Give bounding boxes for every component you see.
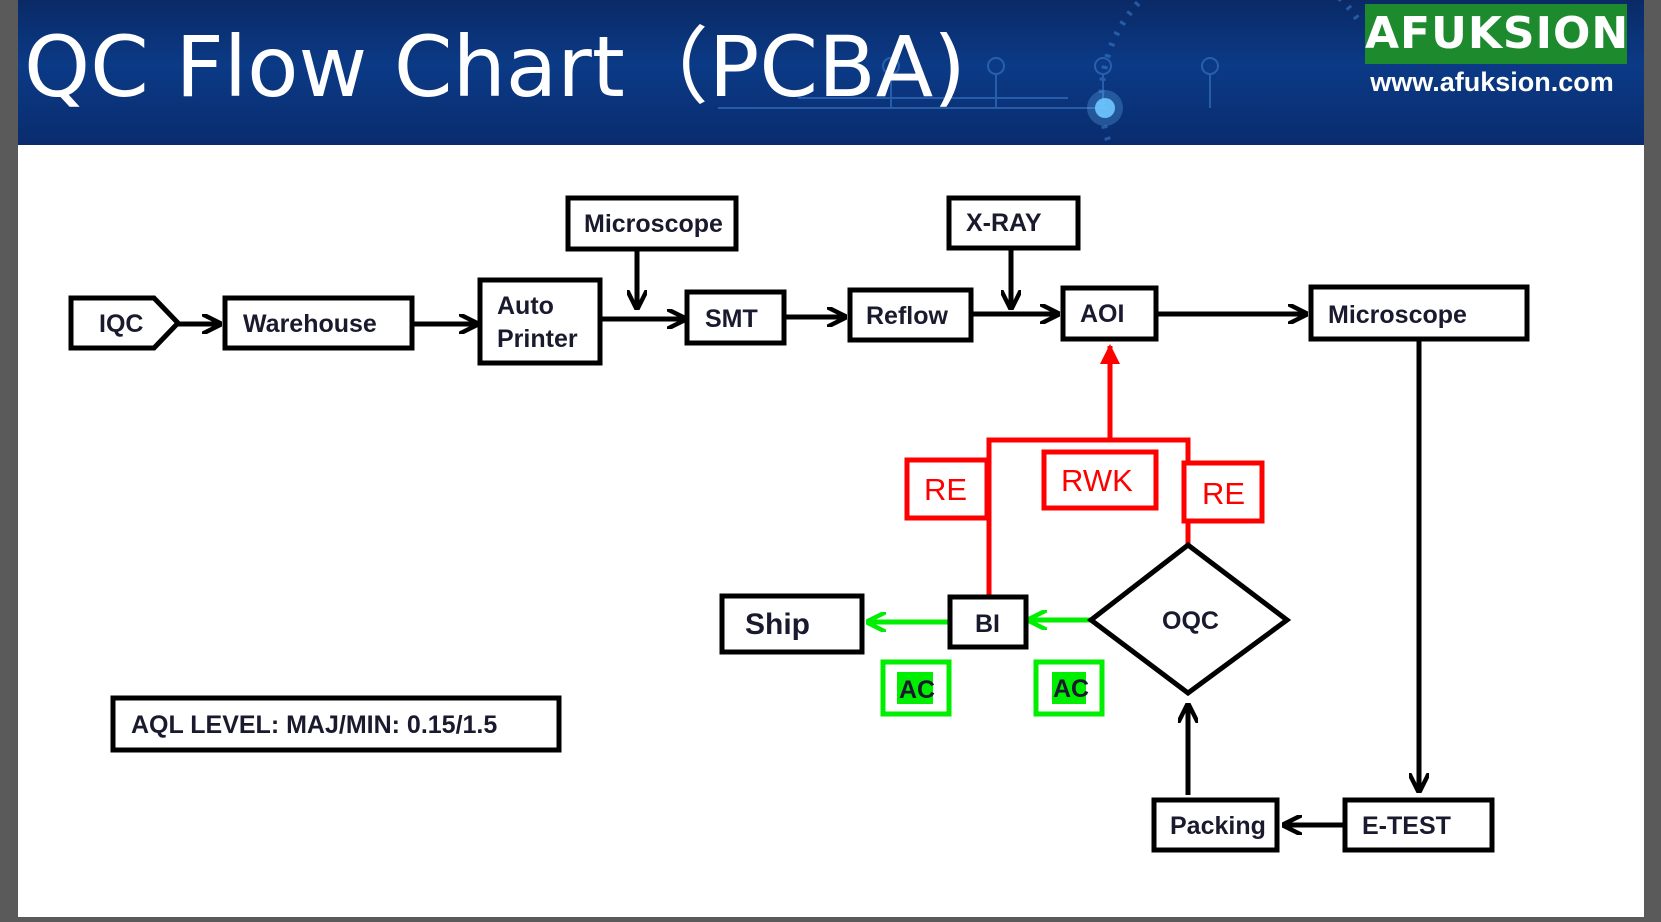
- node-etest: E-TEST: [1362, 812, 1451, 840]
- logo-text: AFUKSION: [1365, 8, 1630, 59]
- node-microscope-top: Microscope: [584, 210, 723, 238]
- node-bi-shape: [947, 594, 1029, 650]
- node-reflow: Reflow: [866, 302, 949, 330]
- re-right-box: [1181, 460, 1265, 524]
- node-microscope-right-shape: [1308, 284, 1530, 342]
- node-ship: Ship: [745, 608, 810, 641]
- re-right-label: RE: [1202, 476, 1245, 511]
- node-iqc: IQC: [99, 310, 143, 338]
- slide-background: [18, 0, 1644, 917]
- node-autoprinter-shape: [477, 277, 603, 366]
- node-aoi: AOI: [1080, 300, 1124, 328]
- ac-left-fill: [897, 672, 933, 704]
- circuit-decoration: [718, 0, 1361, 141]
- page-title: QC Flow Chart（PCBA): [24, 18, 966, 116]
- node-autoprinter-line1: Auto: [497, 292, 554, 320]
- ac-right-fill: [1052, 672, 1086, 704]
- aql-level: AQL LEVEL: MAJ/MIN: 0.15/1.5: [131, 711, 497, 739]
- node-etest-shape: [1342, 797, 1495, 853]
- node-bi: BI: [975, 610, 1000, 638]
- node-packing: Packing: [1170, 812, 1266, 840]
- node-microscope-right: Microscope: [1328, 301, 1467, 329]
- re-left-box: [904, 457, 990, 521]
- node-oqc: OQC: [1162, 607, 1219, 635]
- rwk-label: RWK: [1061, 463, 1133, 498]
- node-xray: X-RAY: [966, 209, 1042, 237]
- logo: AFUKSION: [1365, 4, 1630, 64]
- node-autoprinter-line2: Printer: [497, 325, 578, 353]
- node-smt-shape: [684, 289, 787, 346]
- node-ship-shape: [719, 593, 865, 655]
- node-xray-shape: [946, 195, 1081, 251]
- node-warehouse-shape: [222, 295, 415, 351]
- node-warehouse: Warehouse: [243, 310, 377, 338]
- aql-box: [110, 695, 562, 753]
- rwk-box: [1041, 449, 1159, 511]
- node-reflow-shape: [847, 287, 974, 343]
- node-packing-shape: [1151, 797, 1280, 853]
- ac-right-label: AC: [1053, 675, 1089, 703]
- re-left-label: RE: [924, 472, 967, 507]
- node-iqc-shape: [68, 295, 182, 351]
- node-microscope-top-shape: [565, 195, 739, 252]
- node-oqc-shape: [1086, 541, 1292, 697]
- logo-website: www.afuksion.com: [1370, 67, 1614, 97]
- node-aoi-shape: [1060, 285, 1159, 342]
- node-smt: SMT: [705, 305, 758, 333]
- ac-left-label: AC: [899, 676, 935, 704]
